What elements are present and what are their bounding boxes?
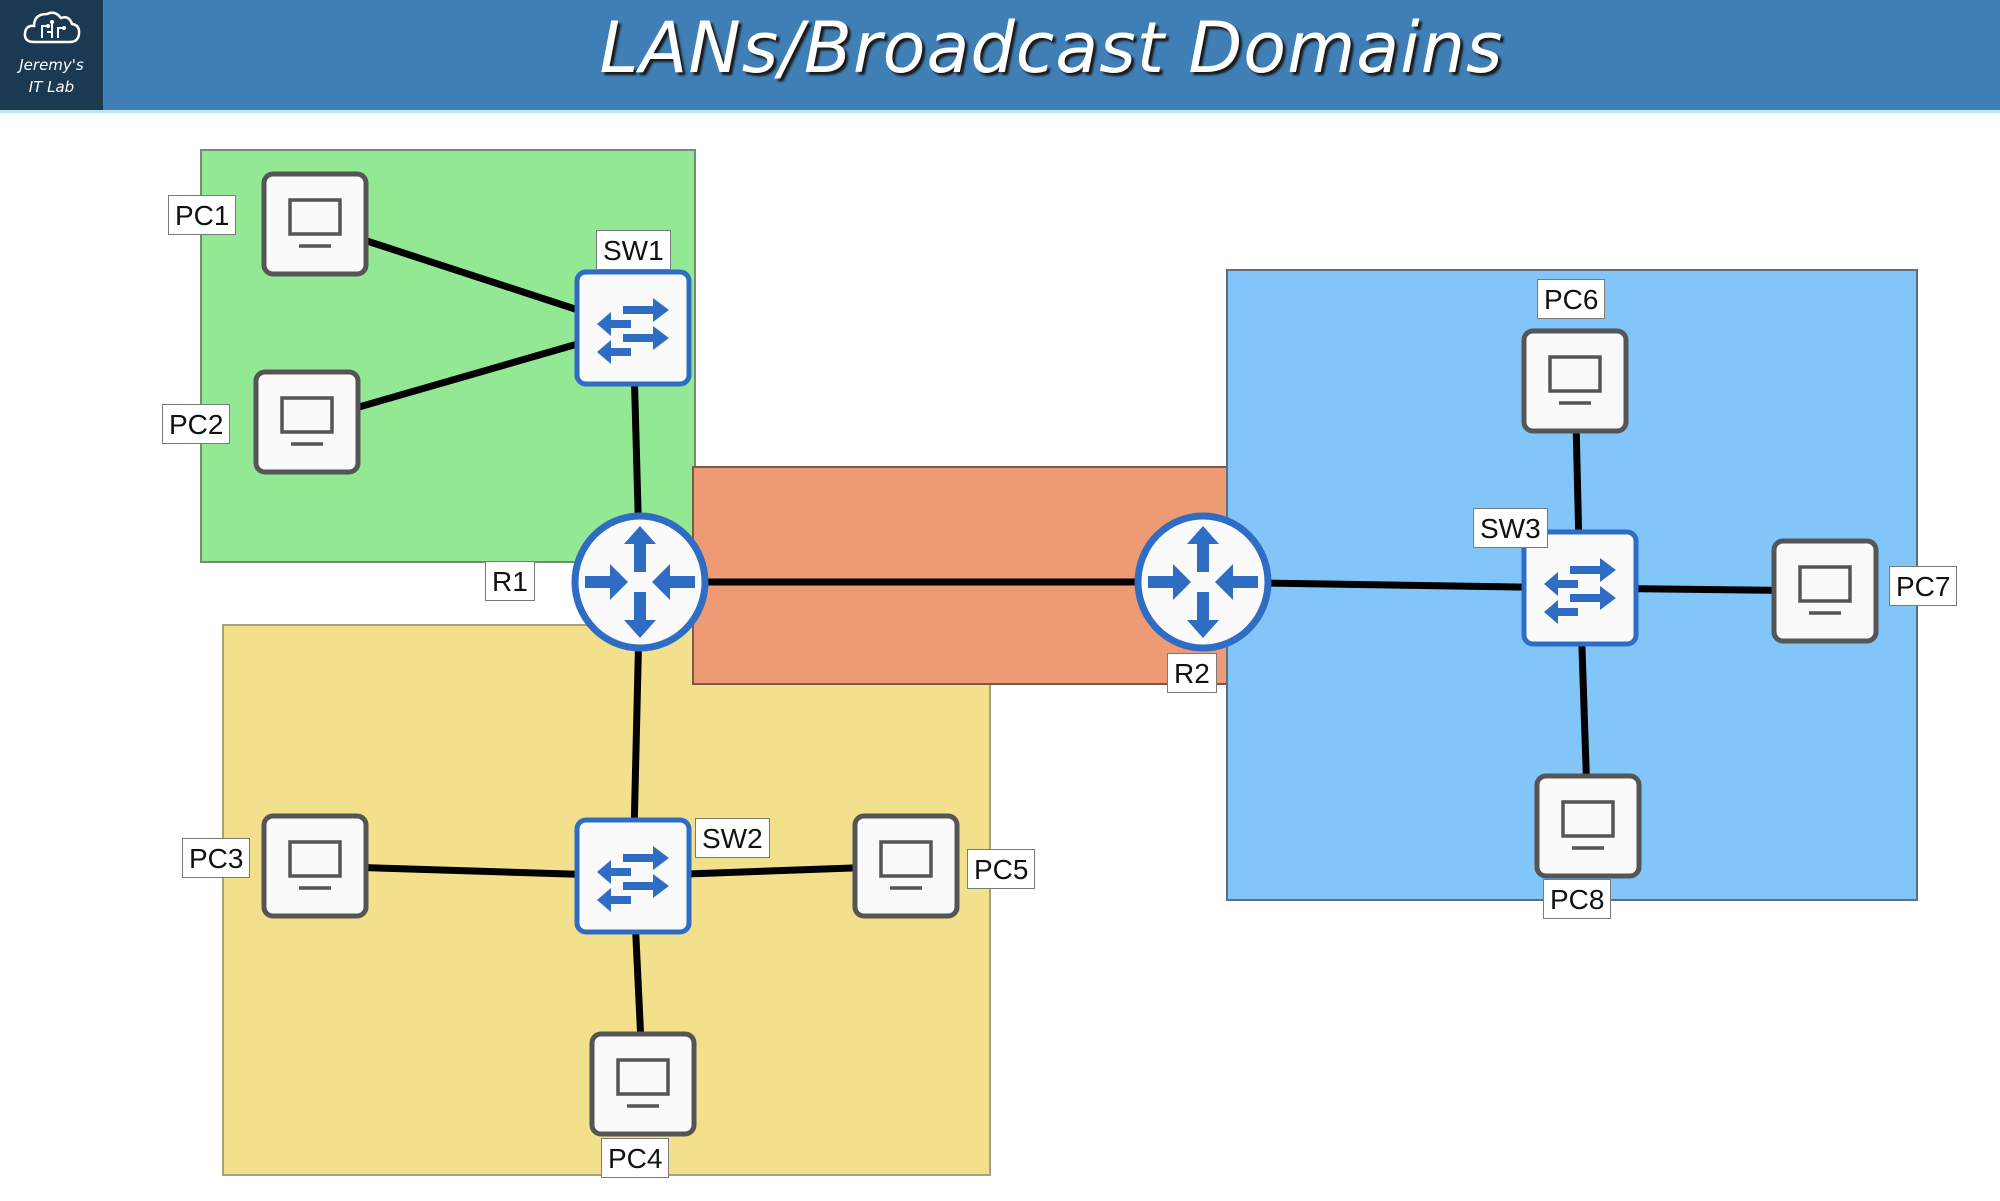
pc-icon[interactable] [592, 1034, 694, 1134]
device-label-pc7: PC7 [1889, 566, 1958, 606]
pc-icon[interactable] [256, 372, 358, 472]
device-label-pc1: PC1 [168, 195, 237, 235]
device-label-sw1: SW1 [596, 230, 671, 270]
page-title: LANs/Broadcast Domains [599, 7, 1504, 89]
device-label-r1: R1 [485, 561, 535, 601]
device-label-sw3: SW3 [1473, 508, 1548, 548]
pc-icon[interactable] [1537, 776, 1639, 876]
pc-icon[interactable] [855, 816, 957, 916]
device-label-r2: R2 [1167, 653, 1217, 693]
pc-icon[interactable] [1524, 331, 1626, 431]
router-icon[interactable] [575, 516, 705, 648]
switch-icon[interactable] [1524, 532, 1636, 644]
switch-icon[interactable] [577, 820, 689, 932]
cloud-circuit-icon [23, 11, 81, 44]
device-label-pc8: PC8 [1543, 879, 1612, 919]
device-label-pc2: PC2 [162, 404, 231, 444]
pc-icon[interactable] [1774, 541, 1876, 641]
pc-icon[interactable] [264, 174, 366, 274]
logo: Jeremy's IT Lab [0, 0, 103, 110]
device-label-sw2: SW2 [695, 818, 770, 858]
pc-icon[interactable] [264, 816, 366, 916]
logo-text-line1: Jeremy's [19, 56, 84, 74]
router-icon[interactable] [1138, 516, 1268, 648]
device-label-pc5: PC5 [967, 849, 1036, 889]
device-label-pc3: PC3 [182, 838, 251, 878]
switch-icon[interactable] [577, 272, 689, 384]
header-bar: Jeremy's IT Lab LANs/Broadcast Domains [0, 0, 2000, 113]
device-label-pc4: PC4 [601, 1138, 670, 1178]
logo-text-line2: IT Lab [28, 78, 75, 96]
device-label-pc6: PC6 [1537, 279, 1606, 319]
